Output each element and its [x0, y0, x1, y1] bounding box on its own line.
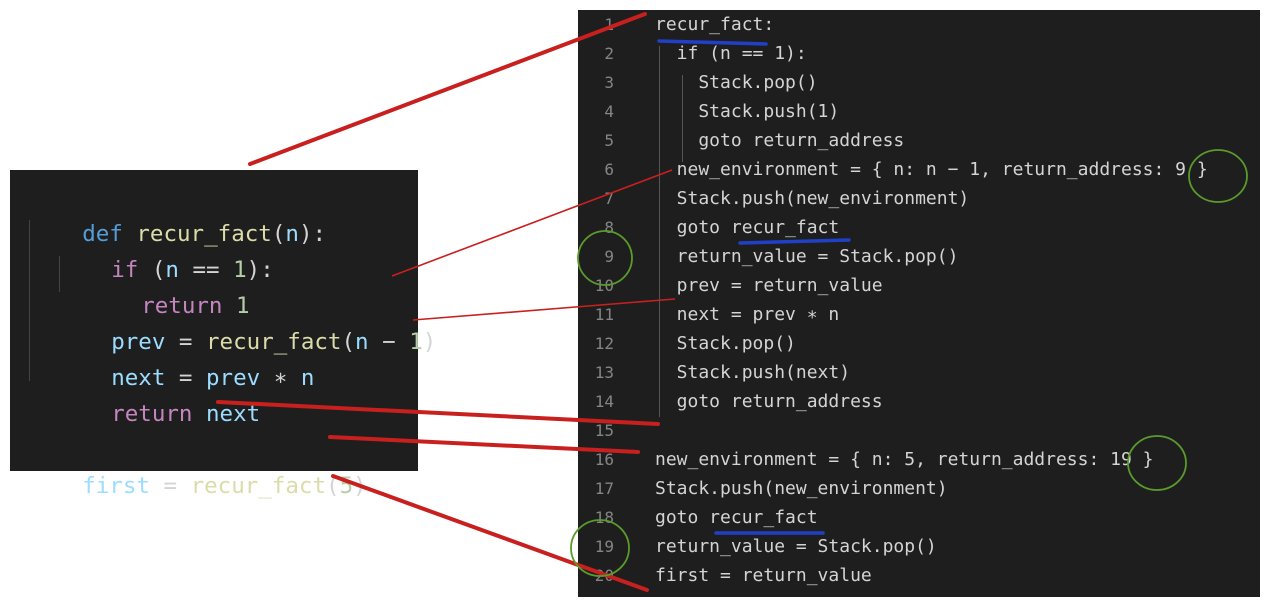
- label-underline: [657, 39, 768, 46]
- code-token: (: [341, 329, 356, 355]
- code-token: recur_fact: [206, 329, 342, 355]
- code-token: n: [300, 365, 315, 391]
- connector-line: [412, 298, 676, 321]
- code-token: prev: [206, 365, 261, 391]
- code-line: new_environment = { n: n − 1, return_add…: [655, 159, 1208, 180]
- line-number: 2: [604, 44, 614, 63]
- code-line: prev = recur_fact(n − 1): [57, 288, 436, 355]
- connector-line: [328, 435, 640, 454]
- code-token: =: [165, 365, 207, 391]
- code-token: return: [111, 401, 193, 427]
- code-token: prev: [111, 329, 166, 355]
- line-number: 3: [604, 73, 614, 92]
- connector-line: [216, 400, 660, 426]
- code-token: (: [271, 221, 286, 247]
- line-number: 12: [594, 334, 614, 353]
- code-token: (: [138, 257, 166, 283]
- code-line: Stack.pop(): [655, 333, 796, 354]
- code-token: n: [285, 221, 299, 247]
- code-line: goto recur_fact: [655, 507, 818, 528]
- line-number: 8: [604, 218, 614, 237]
- line-number: 9: [604, 247, 614, 266]
- line-number: 1: [604, 15, 614, 34]
- code-token: recur_fact: [136, 221, 272, 247]
- highlight-circle: [577, 230, 633, 286]
- code-line: new_environment = { n: 5, return_address…: [655, 449, 1154, 470]
- code-token: n: [165, 257, 179, 283]
- highlight-circle: [570, 519, 630, 577]
- code-line: next = prev ∗ n: [655, 304, 840, 325]
- line-number: 17: [594, 479, 614, 498]
- code-line: next = prev ∗ n: [57, 324, 314, 391]
- code-token: ):: [246, 257, 274, 283]
- code-line: return_value = Stack.pop(): [655, 246, 959, 267]
- line-number: 6: [604, 160, 614, 179]
- connector-line: [331, 474, 649, 592]
- line-number: 19: [594, 537, 614, 556]
- code-token: return: [141, 293, 223, 319]
- code-line: def recur_fact(n):: [28, 180, 326, 247]
- connector-line: [248, 12, 647, 166]
- code-token: def: [82, 221, 123, 247]
- code-token: =: [149, 473, 191, 499]
- highlight-circle: [1127, 435, 1187, 491]
- line-number: 15: [594, 421, 614, 440]
- code-token: 1: [409, 329, 423, 355]
- code-line: if (n == 1):: [57, 216, 274, 283]
- code-line: first = recur_fact(5): [28, 432, 366, 499]
- code-token: (: [326, 473, 340, 499]
- line-number: 16: [594, 450, 614, 469]
- code-token: 1: [236, 293, 250, 319]
- highlight-circle: [1188, 149, 1248, 203]
- code-line: Stack.pop(): [655, 72, 818, 93]
- code-token: ==: [178, 257, 234, 283]
- connector-line: [391, 169, 673, 277]
- code-line: if (n == 1):: [655, 43, 807, 64]
- code-line: goto return_address: [655, 130, 905, 151]
- line-number: 11: [594, 305, 614, 324]
- line-number: 13: [594, 363, 614, 382]
- code-line: first = return_value: [655, 565, 872, 586]
- line-number: 5: [604, 131, 614, 150]
- code-line: goto recur_fact: [655, 217, 840, 238]
- code-line: Stack.push(new_environment): [655, 478, 948, 499]
- indent-guide: [682, 75, 683, 162]
- code-token: recur_fact: [190, 473, 327, 499]
- code-line: return_value = Stack.pop(): [655, 536, 937, 557]
- code-line: recur_fact:: [655, 14, 775, 35]
- code-line: return 1: [87, 252, 249, 319]
- indent-guide: [29, 220, 30, 381]
- line-number: 4: [604, 102, 614, 121]
- code-token: 1: [233, 257, 247, 283]
- compiled-code-panel: 1234567891011121314151617181920 recur_fa…: [578, 10, 1260, 597]
- line-number: 14: [594, 392, 614, 411]
- code-line: Stack.push(next): [655, 362, 851, 383]
- code-token: next: [111, 365, 166, 391]
- line-number: 7: [604, 189, 614, 208]
- indent-guide: [659, 46, 660, 417]
- code-token: ):: [298, 221, 327, 247]
- indent-guide: [59, 256, 60, 292]
- code-token: first: [82, 473, 150, 499]
- code-token: if: [111, 257, 139, 283]
- code-line: Stack.push(new_environment): [655, 188, 970, 209]
- code-token: −: [368, 329, 410, 355]
- code-line: goto return_address: [655, 391, 883, 412]
- code-token: ): [422, 329, 437, 355]
- code-token: ∗: [260, 365, 301, 391]
- code-token: =: [165, 329, 207, 355]
- label-underline: [738, 238, 851, 245]
- code-line: prev = return_value: [655, 275, 883, 296]
- code-token: n: [355, 329, 369, 355]
- code-line: Stack.push(1): [655, 101, 840, 122]
- python-code-panel: def recur_fact(n): if (n == 1): return 1…: [10, 170, 436, 499]
